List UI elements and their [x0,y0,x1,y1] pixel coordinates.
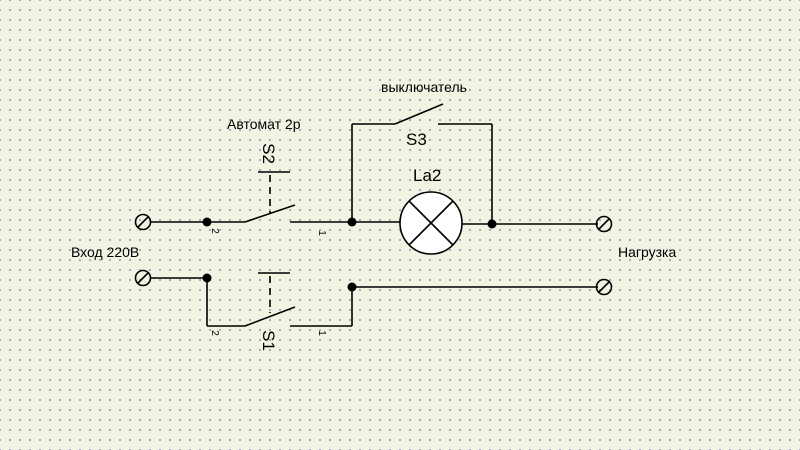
label-breaker: Автомат 2р [227,116,301,132]
s1-contact-blade [244,306,296,327]
junction-top-input [202,217,212,227]
pin-top-right: 1 [315,230,327,236]
terminal-load-top [595,215,613,233]
top-line [150,171,598,225]
label-breaker-top-ref: S2 [258,143,278,164]
s2-contact-blade [244,204,296,223]
junction-bottom-right [347,282,357,292]
label-lamp-ref: La2 [413,166,442,185]
switch-s3 [351,103,493,224]
lamp-cross-2 [408,200,454,246]
bottom-line [150,272,598,327]
terminal-load-bottom [595,278,613,296]
terminal-input-top [134,213,152,231]
junction-bottom-input [202,273,212,283]
junction-s3-right [487,219,497,229]
lamp-la2 [399,191,463,255]
label-load: Нагрузка [618,244,677,260]
label-switch: выключатель [381,79,467,95]
terminal-input-bottom [134,269,152,287]
pin-bottom-left: 2 [208,330,220,336]
pin-bottom-right: 1 [315,330,327,336]
label-input: Вход 220В [71,244,140,260]
pin-top-left: 2 [208,228,220,234]
junction-s3-left [347,217,357,227]
s3-blade [394,103,444,125]
label-breaker-bottom-ref: S1 [258,330,278,351]
label-switch-ref: S3 [406,130,427,149]
